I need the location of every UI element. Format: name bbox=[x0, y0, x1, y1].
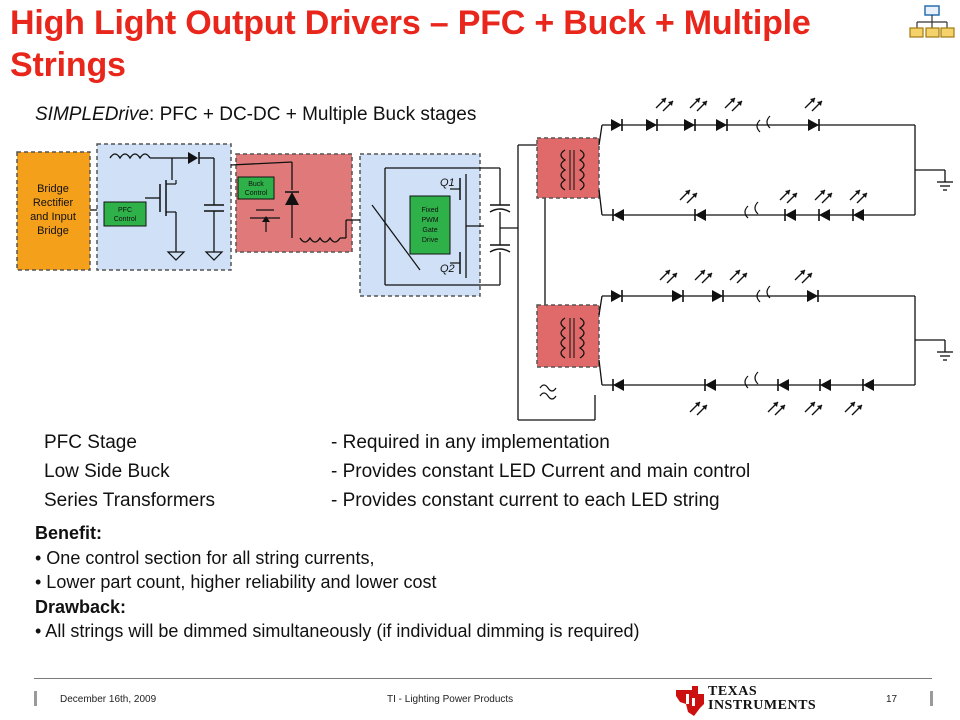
subtitle-product-name: SIMPLEDrive bbox=[35, 104, 150, 125]
stage-description: - Required in any implementation bbox=[331, 432, 610, 453]
ti-brand-text: TEXAS INSTRUMENTS bbox=[708, 685, 816, 713]
stage-name: Series Transformers bbox=[44, 490, 216, 511]
q2-label: Q2 bbox=[440, 263, 455, 275]
q1-label: Q1 bbox=[440, 177, 455, 189]
footer-left-edge bbox=[34, 691, 37, 706]
benefit-item: • Lower part count, higher reliability a… bbox=[35, 572, 437, 592]
led-string-top-1 bbox=[602, 97, 915, 133]
series-transformer-1 bbox=[536, 124, 603, 216]
pwm-label-4: Drive bbox=[422, 237, 438, 244]
led-string-top-2 bbox=[602, 125, 954, 222]
half-bridge-block: Fixed PWM Gate Drive Q1 Q2 bbox=[359, 153, 484, 297]
stage-description: - Provides constant LED Current and main… bbox=[331, 461, 751, 482]
drawback-item: • All strings will be dimmed simultaneou… bbox=[35, 621, 640, 641]
bridge-label-2: Rectifier bbox=[33, 197, 74, 209]
org-chart-icon[interactable] bbox=[908, 4, 956, 44]
pfc-control-label-1: PFC bbox=[118, 207, 132, 214]
notes-section: Benefit: • One control section for all s… bbox=[35, 521, 640, 644]
ti-brand-line-2: INSTRUMENTS bbox=[708, 698, 817, 713]
stage-name: PFC Stage bbox=[44, 432, 137, 453]
bridge-label-3: and Input bbox=[30, 211, 76, 223]
footer-center-text: TI - Lighting Power Products bbox=[387, 694, 514, 705]
slide-footer: December 16th, 2009 TI - Lighting Power … bbox=[0, 678, 960, 720]
buck-control-label-1: Buck bbox=[248, 181, 264, 188]
pfc-control-label-2: Control bbox=[114, 216, 137, 223]
pwm-label-2: PWM bbox=[421, 217, 438, 224]
benefit-item: • One control section for all string cur… bbox=[35, 547, 375, 568]
led-string-bottom-2 bbox=[602, 296, 954, 416]
slide-title: High Light Output Drivers – PFC + Buck +… bbox=[10, 4, 811, 84]
buck-control-label-2: Control bbox=[245, 190, 268, 197]
stage-name: Low Side Buck bbox=[44, 461, 170, 482]
led-string-bottom-1 bbox=[602, 269, 915, 303]
ti-brand-line-1: TEXAS bbox=[708, 684, 758, 699]
ti-logo-icon bbox=[676, 686, 704, 716]
benefit-heading: Benefit: bbox=[35, 523, 102, 543]
page-number: 17 bbox=[886, 694, 898, 705]
subtitle-description: : PFC + DC-DC + Multiple Buck stages bbox=[149, 104, 477, 125]
stage-description: - Provides constant current to each LED … bbox=[331, 490, 720, 511]
diagram-subtitle: SIMPLEDrive: PFC + DC-DC + Multiple Buck… bbox=[35, 104, 476, 126]
footer-divider bbox=[34, 678, 932, 679]
footer-date: December 16th, 2009 bbox=[60, 694, 157, 705]
drawback-heading: Drawback: bbox=[35, 596, 127, 617]
footer-right-edge bbox=[930, 691, 933, 706]
pwm-label-3: Gate bbox=[422, 227, 437, 234]
bridge-label-1: Bridge bbox=[37, 183, 69, 195]
bridge-label-4: Bridge bbox=[37, 225, 69, 237]
buck-stage-block: Buck Control bbox=[235, 153, 353, 253]
output-capacitors bbox=[468, 144, 596, 421]
pfc-stage-block: PFC Control bbox=[96, 143, 232, 271]
series-transformer-2 bbox=[536, 295, 603, 386]
bridge-rectifier-block: Bridge Rectifier and Input Bridge bbox=[16, 151, 91, 271]
circuit-diagram: Bridge Rectifier and Input Bridge PFC Co… bbox=[16, 97, 954, 421]
pwm-label-1: Fixed bbox=[421, 207, 438, 214]
